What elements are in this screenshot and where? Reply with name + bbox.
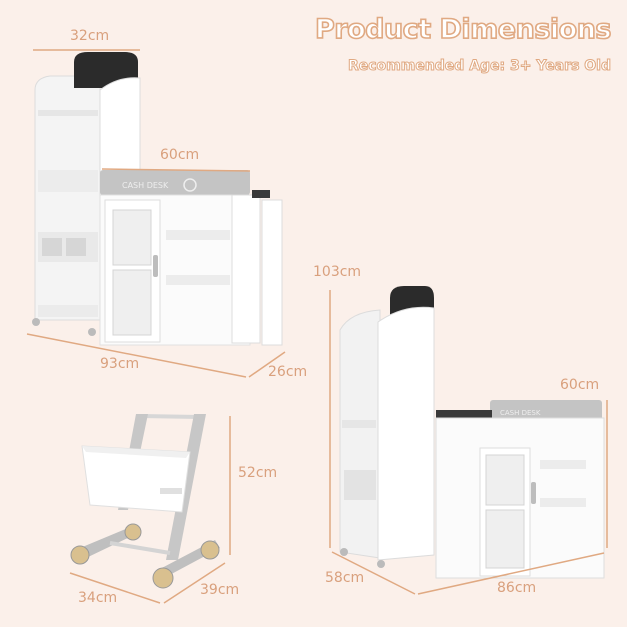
dimension-label-total-width: 93cm: [100, 356, 140, 372]
dimension-label-top-width: 32cm: [70, 28, 110, 44]
assembled-store-image: CASH DESK: [32, 52, 283, 346]
cash-desk-sign-text: CASH DESK: [122, 181, 169, 190]
dimension-label-cart-height: 52cm: [238, 465, 278, 481]
dimension-label-unfolded-depth: 58cm: [325, 570, 365, 586]
page-title: Product Dimensions: [314, 13, 612, 46]
dimension-label-unfolded-width: 86cm: [497, 580, 537, 596]
svg-text:CASH DESK: CASH DESK: [500, 409, 541, 417]
shopping-cart-image: [70, 414, 220, 589]
age-recommendation: Recommended Age: 3+ Years Old: [347, 58, 611, 75]
dimension-label-depth: 26cm: [268, 364, 308, 380]
dimension-label-cart-width: 34cm: [78, 590, 118, 606]
dimension-label-counter-width: 60cm: [160, 147, 200, 163]
unfolded-store-image: CASH DESK: [339, 286, 605, 579]
dimension-lines: [26, 49, 608, 604]
dimension-label-counter-height: 60cm: [560, 377, 600, 393]
dimension-label-height: 103cm: [313, 264, 362, 280]
dimension-label-cart-depth: 39cm: [200, 582, 240, 598]
